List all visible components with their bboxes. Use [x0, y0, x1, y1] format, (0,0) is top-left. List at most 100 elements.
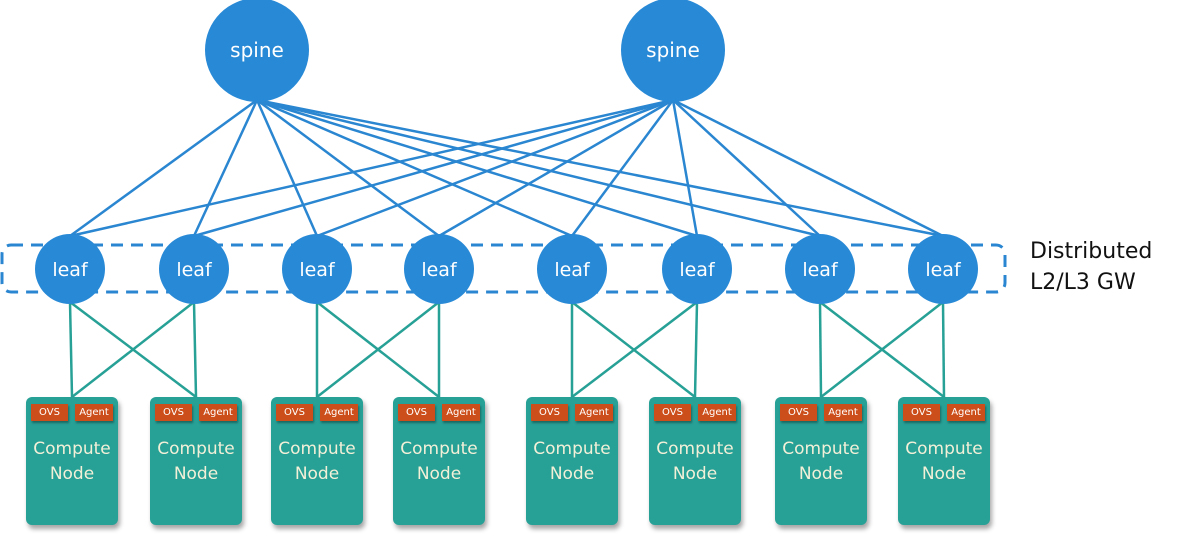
- leaf-node-circle: [35, 234, 105, 304]
- gateway-label-line2: L2/L3 GW: [1030, 270, 1136, 295]
- link-spine1-leaf5: [256, 98, 573, 238]
- leaf-node-circle: [404, 234, 474, 304]
- compute-label-line1: Compute: [656, 439, 734, 459]
- agent-badge: Agent: [575, 404, 613, 421]
- link-leaf6-compute5: [571, 301, 698, 398]
- agent-badge: Agent: [75, 404, 113, 421]
- compute-label-line1: Compute: [400, 439, 478, 459]
- leaf-label: leaf: [925, 259, 962, 281]
- leaf-label: leaf: [679, 259, 716, 281]
- spine-node-circle: [205, 0, 309, 102]
- ovs-badge: OVS: [531, 404, 568, 421]
- compute-label-line2: Node: [921, 464, 967, 484]
- leaf-switch-8[interactable]: leaf: [908, 234, 978, 304]
- ovs-badge: OVS: [654, 404, 691, 421]
- leaf-switch-5[interactable]: leaf: [537, 234, 607, 304]
- compute-label-line2: Node: [798, 464, 844, 484]
- compute-label-line1: Compute: [33, 439, 111, 459]
- agent-badge: Agent: [442, 404, 480, 421]
- ovs-badge: OVS: [31, 404, 68, 421]
- ovs-badge: OVS: [780, 404, 817, 421]
- link-spine2-leaf2: [193, 98, 674, 238]
- compute-label-line2: Node: [549, 464, 595, 484]
- link-spine1-leaf3: [255, 99, 319, 237]
- spine-layer: spine spine: [205, 0, 725, 102]
- leaf-switch-1[interactable]: leaf: [35, 234, 105, 304]
- spine-switch-2[interactable]: spine: [621, 0, 725, 102]
- ovs-badge: OVS: [276, 404, 313, 421]
- ovs-badge: OVS: [155, 404, 192, 421]
- compute-label-line2: Node: [294, 464, 340, 484]
- link-leaf2-compute1: [71, 301, 195, 398]
- leaf-label: leaf: [802, 259, 839, 281]
- spine-switch-1[interactable]: spine: [205, 0, 309, 102]
- leaf-node-circle: [159, 234, 229, 304]
- leaf-label: leaf: [421, 259, 458, 281]
- compute-label-line2: Node: [672, 464, 718, 484]
- compute-label-line2: Node: [416, 464, 462, 484]
- link-spine2-leaf7: [672, 99, 821, 237]
- link-spine1-leaf8: [256, 98, 944, 238]
- spine-label: spine: [646, 38, 700, 62]
- leaf-label: leaf: [52, 259, 89, 281]
- spine-leaf-links: [69, 98, 944, 238]
- leaf-switch-4[interactable]: leaf: [404, 234, 474, 304]
- leaf-node-circle: [282, 234, 352, 304]
- gateway-label-line1: Distributed: [1030, 239, 1153, 264]
- compute-label-line1: Compute: [533, 439, 611, 459]
- link-spine2-leaf4: [438, 98, 674, 238]
- compute-label-line2: Node: [49, 464, 95, 484]
- link-spine1-leaf7: [256, 98, 821, 238]
- link-spine2-leaf1: [69, 98, 674, 238]
- leaf-switch-3[interactable]: leaf: [282, 234, 352, 304]
- link-spine1-leaf6: [256, 98, 698, 238]
- distributed-gateway-label: Distributed L2/L3 GW: [1030, 236, 1152, 298]
- link-leaf7-compute7: [818, 301, 823, 398]
- leaf-node-circle: [662, 234, 732, 304]
- agent-badge: Agent: [199, 404, 237, 421]
- leaf-switch-6[interactable]: leaf: [662, 234, 732, 304]
- link-leaf8-compute7: [820, 301, 944, 398]
- link-leaf1-compute1: [68, 301, 74, 398]
- agent-badge: Agent: [320, 404, 358, 421]
- leaf-switch-2[interactable]: leaf: [159, 234, 229, 304]
- agent-badge: Agent: [947, 404, 985, 421]
- agent-badge: Agent: [824, 404, 862, 421]
- spine-node-circle: [621, 0, 725, 102]
- link-spine1-leaf2: [192, 99, 259, 237]
- leaf-compute-links: [68, 301, 946, 398]
- link-leaf6-compute6: [693, 301, 699, 398]
- link-leaf8-compute8: [941, 301, 946, 398]
- ovs-badge: OVS: [903, 404, 940, 421]
- leaf-label: leaf: [554, 259, 591, 281]
- link-spine2-leaf5: [570, 99, 675, 237]
- link-spine2-leaf6: [671, 99, 699, 237]
- compute-label-line2: Node: [173, 464, 219, 484]
- compute-label-line1: Compute: [782, 439, 860, 459]
- leaf-node-circle: [537, 234, 607, 304]
- spine-label: spine: [230, 38, 284, 62]
- compute-label-line1: Compute: [278, 439, 356, 459]
- link-spine1-leaf1: [69, 98, 258, 238]
- link-spine1-leaf4: [256, 98, 440, 238]
- link-leaf2-compute2: [192, 301, 198, 398]
- compute-label-line1: Compute: [157, 439, 235, 459]
- leaf-switch-7[interactable]: leaf: [785, 234, 855, 304]
- agent-badge: Agent: [698, 404, 736, 421]
- leaf-label: leaf: [299, 259, 336, 281]
